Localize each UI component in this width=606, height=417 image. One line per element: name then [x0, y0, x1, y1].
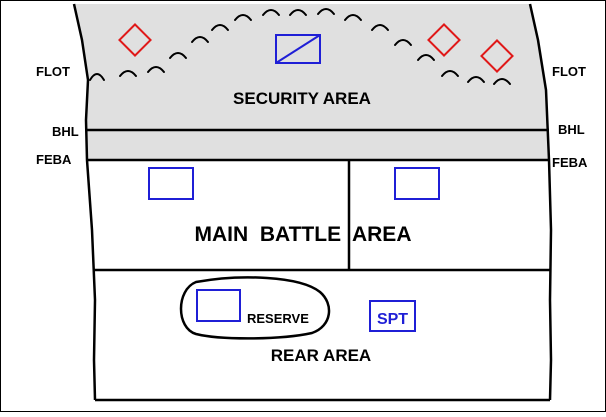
- bhl-label-right: BHL: [558, 122, 585, 137]
- enemy-unit-diamond-1: [118, 23, 152, 57]
- reserve-unit: [196, 289, 241, 322]
- mba-unit-right: [394, 167, 440, 200]
- right-boundary-line: [528, 3, 553, 401]
- security-unit-symbol: [275, 34, 321, 64]
- reserve-enclosure: [179, 276, 331, 340]
- flot-label-left: FLOT: [36, 64, 70, 79]
- flot-scallops: [89, 8, 511, 85]
- enemy-unit-diamond-3: [480, 39, 514, 73]
- spt-label: SPT: [377, 311, 408, 328]
- reserve-label: RESERVE: [247, 311, 309, 326]
- feba-label-right: FEBA: [552, 155, 588, 170]
- security-area-zone: [74, 4, 549, 160]
- feba-label-left: FEBA: [36, 152, 72, 167]
- main-battle-area-label: MAIN BATTLE AREA: [195, 223, 412, 246]
- rear-area-label: REAR AREA: [271, 346, 371, 365]
- bhl-label-left: BHL: [52, 124, 79, 139]
- flot-label-right: FLOT: [552, 64, 586, 79]
- enemy-unit-diamond-2: [427, 23, 461, 57]
- spt-unit: [369, 300, 416, 332]
- mba-unit-left: [148, 167, 194, 200]
- security-area-label: SECURITY AREA: [233, 89, 371, 108]
